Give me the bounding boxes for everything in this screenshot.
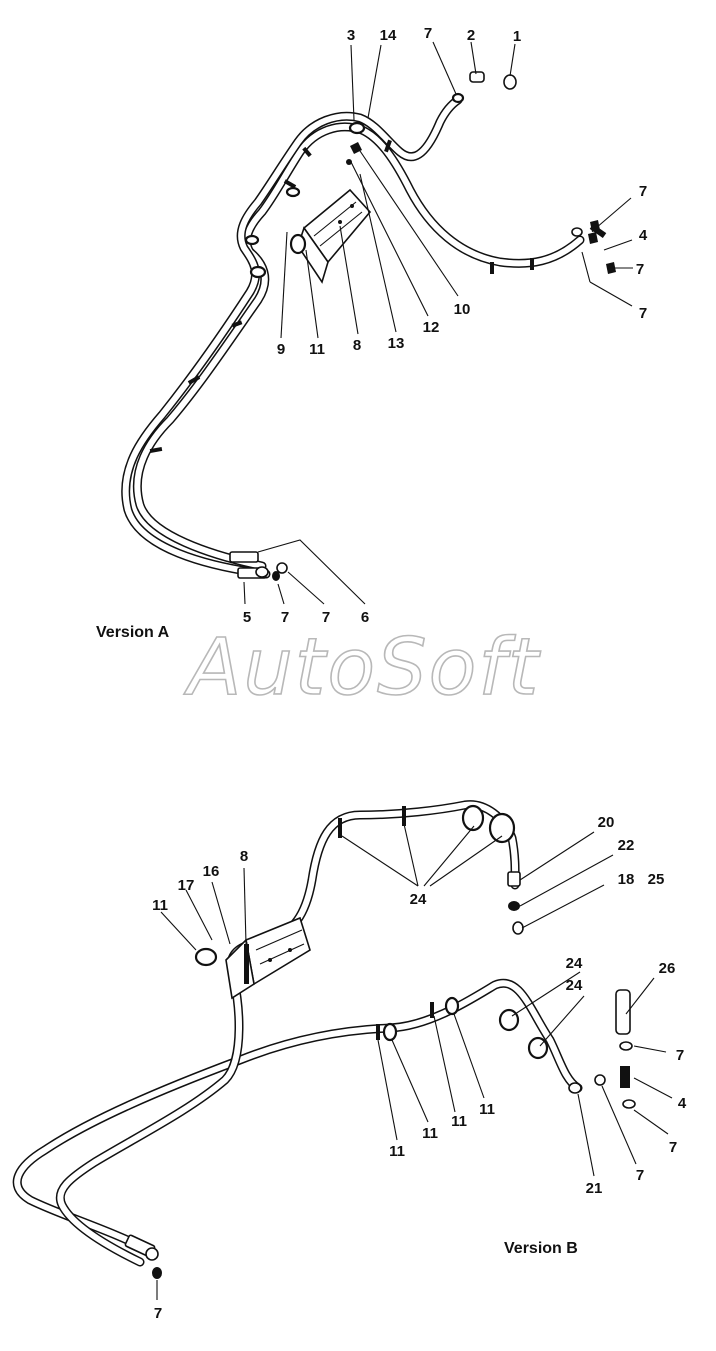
loop-clamp-a bbox=[289, 233, 307, 255]
callout-b-8: 8 bbox=[240, 848, 248, 865]
callout-a-10: 10 bbox=[454, 301, 471, 318]
hose-a2-inner bbox=[122, 97, 461, 577]
version-a-drawing: 3 14 7 2 1 7 4 7 7 10 12 13 8 11 9 5 7 7… bbox=[96, 25, 648, 641]
leaders-a bbox=[243, 41, 633, 605]
callout-a-7: 7 bbox=[322, 609, 330, 626]
hose-b2-inner bbox=[57, 801, 519, 1265]
callout-b-11: 11 bbox=[152, 897, 168, 914]
callout-b-18: 18 bbox=[618, 871, 635, 888]
version-a-caption: Version A bbox=[96, 624, 170, 641]
callout-a-7: 7 bbox=[424, 25, 432, 42]
leaders-b bbox=[156, 823, 673, 1300]
callout-a-5: 5 bbox=[243, 609, 251, 626]
tee-fitting-a bbox=[571, 220, 616, 274]
callout-a-11: 11 bbox=[309, 341, 325, 358]
version-b-drawing: 20 22 18 25 8 16 17 11 24 24 24 26 7 4 7… bbox=[12, 800, 687, 1322]
callout-b-7: 7 bbox=[669, 1139, 677, 1156]
callout-b-4: 4 bbox=[678, 1095, 687, 1112]
callout-b-20: 20 bbox=[598, 814, 615, 831]
hose-a-clamps bbox=[149, 139, 534, 454]
callout-a-12: 12 bbox=[423, 319, 440, 336]
callout-b-22: 22 bbox=[618, 837, 635, 854]
fittings-b bbox=[124, 871, 636, 1279]
hose-a-inner bbox=[134, 124, 583, 569]
callout-a-3: 3 bbox=[347, 27, 355, 44]
callout-a-7: 7 bbox=[636, 261, 644, 278]
version-b-caption: Version B bbox=[504, 1240, 578, 1257]
hose-b1-inner bbox=[14, 980, 581, 1253]
callout-b-11: 11 bbox=[479, 1101, 495, 1118]
callout-b-24: 24 bbox=[566, 977, 583, 994]
callout-b-11: 11 bbox=[451, 1113, 467, 1130]
callout-b-17: 17 bbox=[178, 877, 195, 894]
callout-a-7: 7 bbox=[639, 183, 647, 200]
callout-a-1: 1 bbox=[513, 28, 521, 45]
bottom-fittings-a bbox=[229, 551, 288, 581]
callout-b-11: 11 bbox=[389, 1143, 405, 1160]
callout-a-9: 9 bbox=[277, 341, 285, 358]
callout-b-24: 24 bbox=[410, 891, 427, 908]
callout-a-7: 7 bbox=[281, 609, 289, 626]
callout-a-8: 8 bbox=[353, 337, 361, 354]
hose-b-clamps bbox=[338, 804, 549, 1060]
callout-b-11: 11 bbox=[422, 1125, 438, 1142]
bracket-plate-b bbox=[225, 916, 311, 1000]
callout-b-7: 7 bbox=[676, 1047, 684, 1064]
callout-a-13: 13 bbox=[388, 335, 405, 352]
loop-clamp-b bbox=[194, 947, 218, 967]
callout-a-2: 2 bbox=[467, 27, 475, 44]
callout-a-6: 6 bbox=[361, 609, 369, 626]
callout-b-7: 7 bbox=[154, 1305, 162, 1322]
callout-b-26: 26 bbox=[659, 960, 676, 977]
watermark: AutoSoft bbox=[183, 623, 541, 713]
callout-b-21: 21 bbox=[586, 1180, 603, 1197]
top-fittings-a bbox=[346, 71, 517, 165]
hose-b2-outer bbox=[55, 800, 520, 1267]
callout-a-7: 7 bbox=[639, 305, 647, 322]
callout-b-25: 25 bbox=[648, 871, 665, 888]
callout-a-14: 14 bbox=[380, 27, 397, 44]
callout-a-4: 4 bbox=[639, 227, 648, 244]
callout-b-7: 7 bbox=[636, 1167, 644, 1184]
callout-b-24: 24 bbox=[566, 955, 583, 972]
callout-b-16: 16 bbox=[203, 863, 220, 880]
